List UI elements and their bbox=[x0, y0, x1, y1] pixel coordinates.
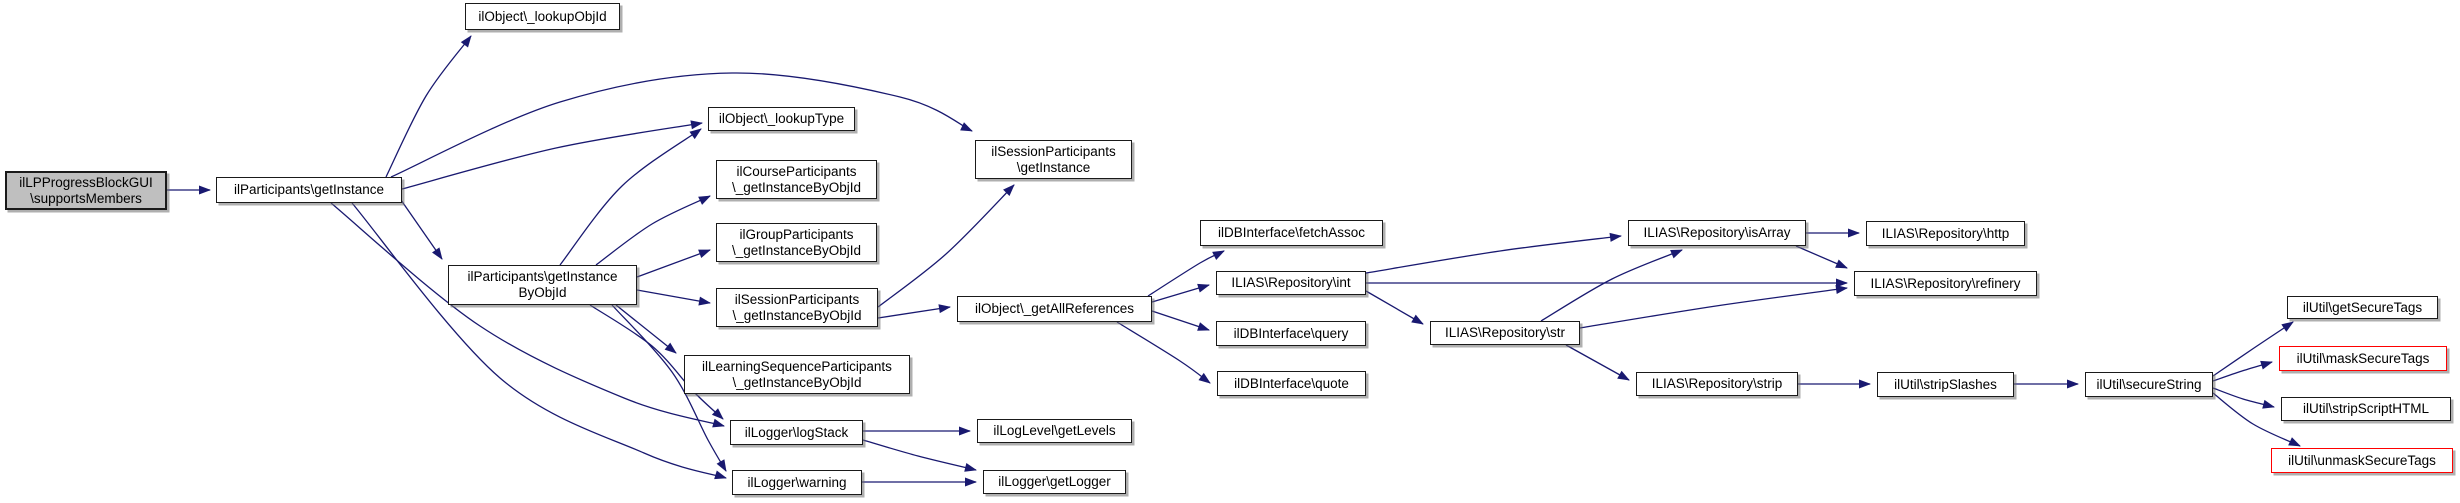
node-fetch-assoc[interactable]: ilDBInterface\fetchAssoc bbox=[1200, 220, 1383, 246]
edge-get-instance-by-obj-id--log-stack bbox=[589, 304, 724, 420]
node-get-secure-tags[interactable]: ilUtil\getSecureTags bbox=[2287, 296, 2438, 319]
node-log-stack[interactable]: ilLogger\logStack bbox=[730, 420, 863, 445]
edge-get-instance-by-obj-id--learning-sequence-participants bbox=[615, 304, 677, 354]
node-logger-warning[interactable]: ilLogger\warning bbox=[732, 470, 862, 495]
edge-repo-int--repo-is-array bbox=[1365, 232, 1622, 274]
node-lookup-type[interactable]: ilObject\_lookupType bbox=[708, 107, 855, 131]
node-get-logger[interactable]: ilLogger\getLogger bbox=[983, 470, 1126, 494]
edge-session-participants-by-obj-id--session-participants-get-instance bbox=[877, 184, 1015, 308]
edge-get-all-references--db-quote bbox=[1116, 321, 1211, 384]
node-unmask-secure-tags[interactable]: ilUtil\unmaskSecureTags bbox=[2271, 448, 2453, 473]
node-lookup-obj-id[interactable]: ilObject\_lookupObjId bbox=[465, 3, 620, 30]
node-strip-slashes[interactable]: ilUtil\stripSlashes bbox=[1877, 372, 2014, 397]
edge-participants-get-instance--lookup-type bbox=[401, 120, 703, 190]
node-db-query[interactable]: ilDBInterface\query bbox=[1216, 321, 1366, 346]
edge-secure-string--strip-script-html bbox=[2212, 387, 2275, 409]
edge-get-all-references--repo-int bbox=[1151, 283, 1210, 303]
edge-repo-str--repo-refinery bbox=[1579, 285, 1848, 329]
edge-participants-get-instance--lookup-obj-id bbox=[385, 35, 472, 178]
edge-get-instance-by-obj-id--logger-warning bbox=[611, 304, 727, 472]
node-get-levels[interactable]: ilLogLevel\getLevels bbox=[977, 419, 1132, 443]
node-get-instance-by-obj-id[interactable]: ilParticipants\getInstance ByObjId bbox=[448, 265, 637, 305]
node-mask-secure-tags[interactable]: ilUtil\maskSecureTags bbox=[2279, 346, 2447, 371]
node-session-participants-by-obj-id[interactable]: ilSessionParticipants \_getInstanceByObj… bbox=[716, 288, 878, 327]
node-course-participants[interactable]: ilCourseParticipants \_getInstanceByObjI… bbox=[716, 160, 877, 199]
node-strip-script-html[interactable]: ilUtil\stripScriptHTML bbox=[2281, 397, 2451, 421]
node-repo-str[interactable]: ILIAS\Repository\str bbox=[1430, 321, 1580, 345]
edge-repo-is-array--repo-refinery bbox=[1795, 245, 1848, 269]
edge-get-instance-by-obj-id--session-participants-by-obj-id bbox=[636, 289, 711, 306]
node-session-participants-get-instance[interactable]: ilSessionParticipants \getInstance bbox=[975, 140, 1132, 179]
node-learning-sequence-participants[interactable]: ilLearningSequenceParticipants \_getInst… bbox=[684, 355, 910, 394]
node-repo-int[interactable]: ILIAS\Repository\int bbox=[1216, 271, 1366, 295]
edge-get-all-references--db-query bbox=[1151, 310, 1210, 331]
edge-get-instance-by-obj-id--course-participants bbox=[595, 195, 711, 266]
node-repo-refinery[interactable]: ILIAS\Repository\refinery bbox=[1854, 271, 2037, 296]
edge-session-participants-by-obj-id--get-all-references bbox=[877, 304, 951, 319]
node-repo-strip[interactable]: ILIAS\Repository\strip bbox=[1636, 372, 1798, 396]
edge-participants-get-instance--logger-warning bbox=[351, 202, 727, 480]
edge-secure-string--unmask-secure-tags bbox=[2212, 392, 2301, 447]
node-supports-members: ilLPProgressBlockGUI \supportsMembers bbox=[5, 171, 167, 210]
node-db-quote[interactable]: ilDBInterface\quote bbox=[1217, 371, 1366, 396]
edge-repo-int--repo-str bbox=[1365, 290, 1424, 325]
node-participants-get-instance[interactable]: ilParticipants\getInstance bbox=[216, 177, 402, 203]
node-get-all-references[interactable]: ilObject\_getAllReferences bbox=[957, 296, 1152, 322]
edge-get-all-references--fetch-assoc bbox=[1147, 250, 1225, 297]
edge-secure-string--mask-secure-tags bbox=[2212, 360, 2273, 382]
node-secure-string[interactable]: ilUtil\secureString bbox=[2085, 372, 2213, 397]
edge-repo-str--repo-strip bbox=[1565, 344, 1630, 381]
node-group-participants[interactable]: ilGroupParticipants \_getInstanceByObjId bbox=[716, 223, 877, 262]
edge-repo-str--repo-is-array bbox=[1540, 249, 1683, 322]
edge-log-stack--get-logger bbox=[862, 439, 977, 472]
edge-get-instance-by-obj-id--group-participants bbox=[636, 249, 711, 278]
edge-participants-get-instance--session-participants-get-instance bbox=[390, 72, 973, 178]
edge-participants-get-instance--log-stack bbox=[330, 202, 725, 428]
edge-participants-get-instance--get-instance-by-obj-id bbox=[400, 199, 443, 260]
edge-secure-string--get-secure-tags bbox=[2212, 321, 2294, 377]
edge-get-instance-by-obj-id--lookup-type bbox=[559, 128, 702, 266]
node-repo-http[interactable]: ILIAS\Repository\http bbox=[1866, 221, 2025, 246]
node-repo-is-array[interactable]: ILIAS\Repository\isArray bbox=[1628, 220, 1806, 246]
